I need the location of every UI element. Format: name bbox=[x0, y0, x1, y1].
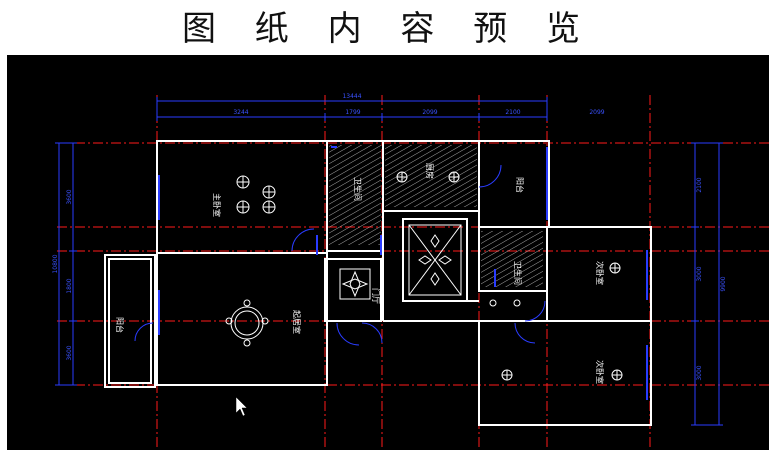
room-label-bathroom2: 卫生间 bbox=[513, 261, 523, 285]
room-label-master-bedroom: 主卧室 bbox=[212, 193, 222, 217]
dim-top-1: 3244 bbox=[233, 109, 248, 116]
room-label-second-bedroom: 次卧室 bbox=[595, 261, 605, 285]
dim-top-3: 2099 bbox=[422, 109, 437, 116]
dim-top-4: 2100 bbox=[505, 109, 520, 116]
bathroom2-tile-hatch bbox=[481, 231, 543, 287]
room-label-living-room: 起居室 bbox=[292, 310, 302, 334]
room-label-entrance: 门厅 bbox=[371, 288, 381, 304]
dim-overall-top: 13444 bbox=[342, 93, 361, 100]
dimension-lines bbox=[55, 97, 723, 426]
windows bbox=[158, 146, 648, 400]
room-label-balcony2: 阳台 bbox=[115, 317, 125, 333]
dim-left-2: 1800 bbox=[66, 278, 73, 293]
dim-right-overall: 9900 bbox=[720, 276, 727, 291]
dim-right-1: 2100 bbox=[696, 177, 703, 192]
dim-right-3: 3000 bbox=[696, 365, 703, 380]
dim-top-5: 2099 bbox=[589, 109, 604, 116]
room-label-bathroom1: 卫生间 bbox=[353, 177, 363, 201]
dim-right-2: 3000 bbox=[696, 266, 703, 281]
room-label-balcony1: 阳台 bbox=[515, 177, 525, 193]
dim-top-2: 1799 bbox=[345, 109, 360, 116]
ceiling-lights bbox=[225, 171, 623, 381]
dim-left-1: 3600 bbox=[66, 189, 73, 204]
ceiling-ornament bbox=[339, 224, 462, 300]
walls bbox=[104, 140, 652, 426]
arrow-cursor-icon bbox=[235, 396, 248, 417]
room-label-kitchen: 厨房 bbox=[425, 163, 435, 179]
doors bbox=[134, 164, 546, 346]
dim-left-3: 3600 bbox=[66, 345, 73, 360]
room-label-third-bedroom: 次卧室 bbox=[595, 360, 605, 384]
page-title: 图 纸 内 容 预 览 bbox=[181, 8, 595, 49]
dim-left-overall: 10800 bbox=[52, 254, 59, 273]
bathroom1-tile-hatch bbox=[329, 145, 381, 245]
kitchen-tile-hatch bbox=[385, 145, 477, 207]
floor-plan-drawing: 13444 3244 1799 2099 2100 2099 3600 1800… bbox=[52, 93, 769, 450]
cad-drawing-viewer[interactable]: 13444 3244 1799 2099 2100 2099 3600 1800… bbox=[7, 55, 769, 450]
